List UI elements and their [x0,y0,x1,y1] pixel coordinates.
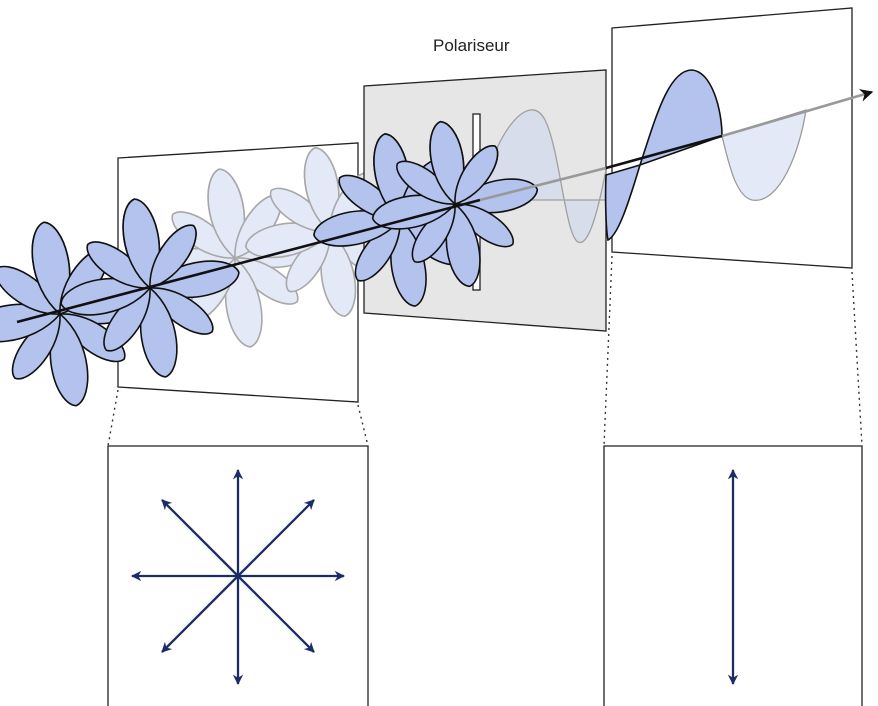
wave-lobe [454,145,499,206]
wave-lobe [149,224,197,290]
polarized-wave-back [604,163,642,242]
connector-line [603,255,613,447]
detail-box-unpolarized [107,445,369,706]
beam-through-polarizer [479,166,607,202]
beam-entry [16,198,481,324]
beam-exit [605,134,723,170]
unpolarized-wave [0,120,539,407]
polarized-wave-faded-a [479,109,607,243]
connector-line [357,404,369,447]
eight-direction-arrows-icon [130,468,346,686]
connector-line [851,271,863,447]
beam-direction-arrow [721,89,874,138]
detail-box-polarized [603,445,863,706]
polarizer-label: Polariseur [433,36,510,55]
polarized-wave-faded-b [721,109,807,201]
connector-line [107,389,119,447]
